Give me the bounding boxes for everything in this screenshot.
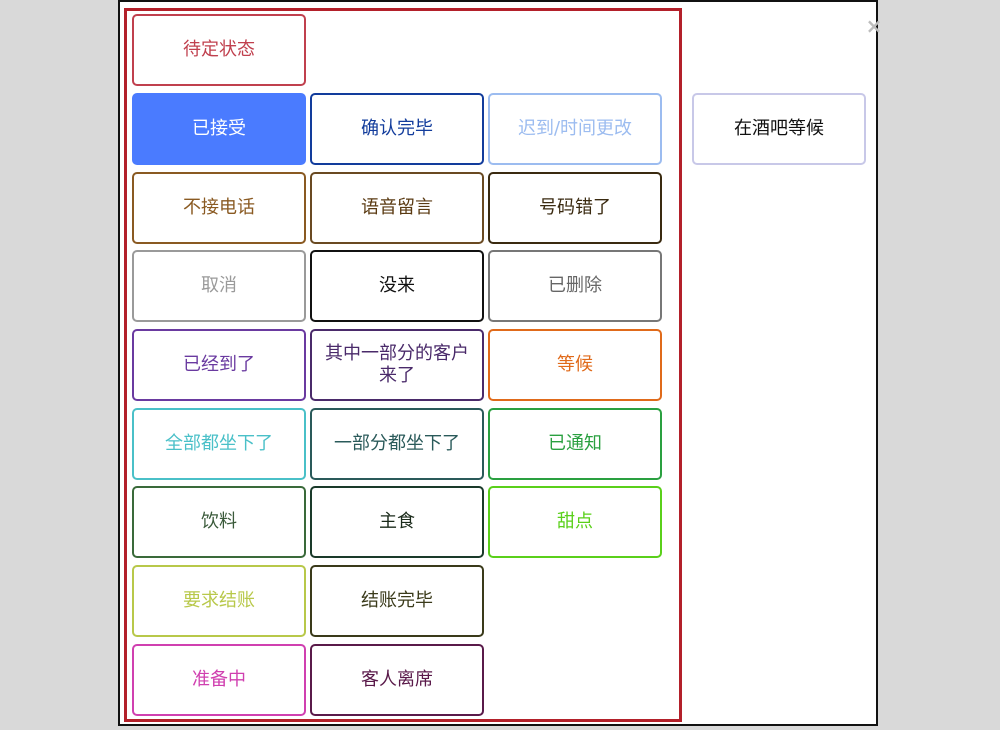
status-button-no-show[interactable]: 没来 xyxy=(310,250,484,322)
status-button-main-course[interactable]: 主食 xyxy=(310,486,484,558)
status-button-partial-arrived[interactable]: 其中一部分的客户来了 xyxy=(310,329,484,401)
status-button-check-requested[interactable]: 要求结账 xyxy=(132,565,306,637)
status-button-all-seated[interactable]: 全部都坐下了 xyxy=(132,408,306,480)
status-button-partial-seated[interactable]: 一部分都坐下了 xyxy=(310,408,484,480)
status-button-arrived[interactable]: 已经到了 xyxy=(132,329,306,401)
status-button-pending[interactable]: 待定状态 xyxy=(132,14,306,86)
status-button-preparing[interactable]: 准备中 xyxy=(132,644,306,716)
status-button-bar-waiting[interactable]: 在酒吧等候 xyxy=(692,93,866,165)
status-button-left-table[interactable]: 客人离席 xyxy=(310,644,484,716)
status-button-notified[interactable]: 已通知 xyxy=(488,408,662,480)
status-button-check-done[interactable]: 结账完毕 xyxy=(310,565,484,637)
status-button-wrong-number[interactable]: 号码错了 xyxy=(488,172,662,244)
status-button-dessert[interactable]: 甜点 xyxy=(488,486,662,558)
status-button-deleted[interactable]: 已删除 xyxy=(488,250,662,322)
status-button-accepted[interactable]: 已接受 xyxy=(132,93,306,165)
status-button-cancel[interactable]: 取消 xyxy=(132,250,306,322)
status-button-waiting[interactable]: 等候 xyxy=(488,329,662,401)
close-icon[interactable]: × xyxy=(865,14,883,38)
status-button-late[interactable]: 迟到/时间更改 xyxy=(488,93,662,165)
status-button-voicemail[interactable]: 语音留言 xyxy=(310,172,484,244)
status-button-no-answer[interactable]: 不接电话 xyxy=(132,172,306,244)
status-modal: × 待定状态 已接受 确认完毕 迟到/时间更改 不接电话 语音留言 号码错了 取… xyxy=(118,0,882,726)
status-button-confirmed[interactable]: 确认完毕 xyxy=(310,93,484,165)
status-panel xyxy=(124,8,682,722)
status-button-drinks[interactable]: 饮料 xyxy=(132,486,306,558)
